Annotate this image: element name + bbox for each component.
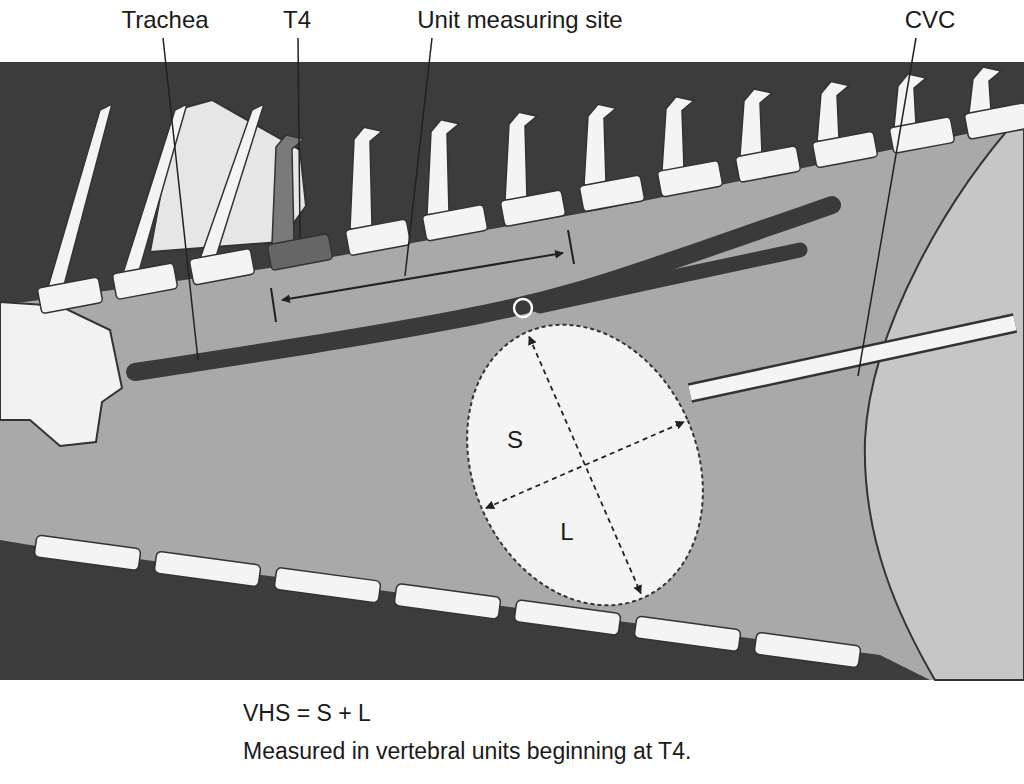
measure-tick <box>271 288 276 322</box>
vertebral-body <box>812 131 878 168</box>
spinous-process <box>817 82 849 142</box>
t4-vertebral-body <box>267 234 333 271</box>
caption-note: Measured in vertebral units beginning at… <box>243 738 691 764</box>
leader-line <box>858 38 916 376</box>
spinous-process <box>969 67 1001 113</box>
vertebral-body <box>735 146 801 183</box>
vertebral-body <box>37 277 103 314</box>
sternebra <box>754 632 861 668</box>
spinous-process <box>662 97 694 171</box>
carina-marker <box>514 299 532 317</box>
heart-outline <box>440 310 730 620</box>
bronchus <box>540 250 800 306</box>
spinous-process <box>200 104 264 259</box>
spinous-process <box>584 104 616 185</box>
spinous-process <box>427 120 459 215</box>
heart-silhouette: SL <box>440 310 730 620</box>
structure-label: Unit measuring site <box>417 6 622 34</box>
vertebral-body <box>112 263 178 300</box>
axis-label: S <box>507 427 523 453</box>
structure-label: Trachea <box>121 6 208 34</box>
manubrium-shape <box>0 302 122 446</box>
formula-text: VHS = S + L <box>243 700 371 726</box>
structure-label: CVC <box>905 6 956 34</box>
sternebra <box>34 535 141 571</box>
axis-label: L <box>560 519 573 545</box>
leader-line <box>405 38 432 276</box>
vertebral-body <box>500 190 566 227</box>
vertebral-body <box>579 175 645 212</box>
short-axis <box>486 422 684 508</box>
spinous-process <box>123 104 187 273</box>
sternebra <box>154 551 261 587</box>
leader-line <box>163 38 198 360</box>
trachea <box>135 205 832 372</box>
vertebral-body <box>657 160 723 197</box>
spinous-process <box>350 127 382 229</box>
heart-outline-svg <box>440 310 730 620</box>
cvc-outline <box>690 323 1015 393</box>
vertebral-body <box>189 248 255 285</box>
spinous-process <box>505 112 537 200</box>
leader-line <box>298 38 300 238</box>
measure-arrow <box>282 253 563 300</box>
spinous-process <box>740 89 772 156</box>
spinous-process <box>48 104 112 287</box>
structure-label: T4 <box>283 6 311 34</box>
sternebra <box>634 616 741 652</box>
vertebral-body <box>964 102 1024 139</box>
cvc-vessel <box>690 323 1015 393</box>
sternebra <box>274 567 381 603</box>
vertebral-body <box>422 204 488 241</box>
background-band <box>0 62 1024 680</box>
vertebral-body <box>345 219 411 256</box>
sternebra <box>394 583 501 619</box>
measure-tick <box>568 230 574 264</box>
spinous-process <box>894 74 926 127</box>
